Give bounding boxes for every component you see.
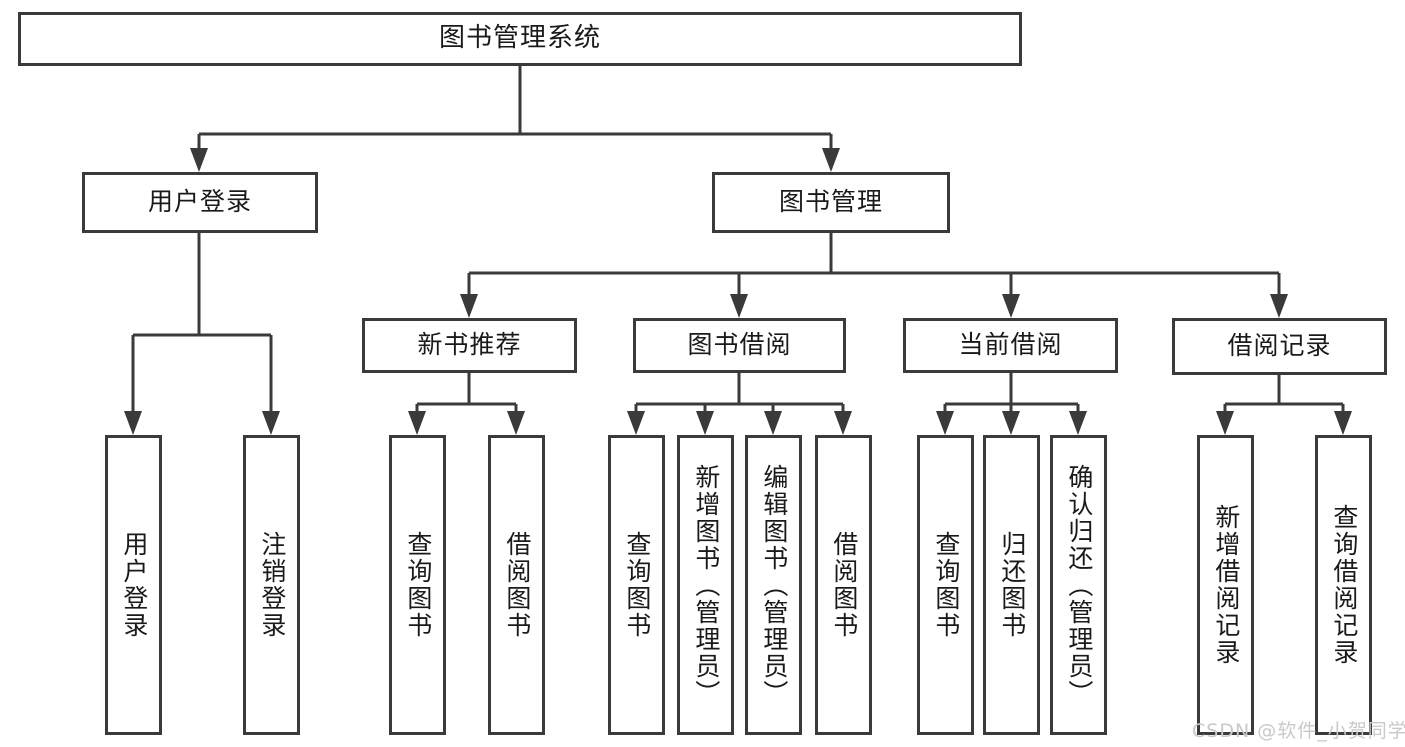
node-leaf-borrow-book-2[interactable]: 借阅图书 bbox=[815, 435, 872, 735]
node-book-borrow[interactable]: 图书借阅 bbox=[633, 318, 846, 373]
arrowhead-leaf-user-login bbox=[124, 411, 142, 435]
arrowhead-cb-c1 bbox=[936, 411, 954, 435]
arrowhead-new-book-recommend bbox=[460, 294, 478, 318]
node-label: 新增借阅记录 bbox=[1211, 504, 1241, 666]
node-label: 确认归还（管理员） bbox=[1064, 463, 1094, 707]
node-label: 图书管理 bbox=[778, 187, 883, 217]
node-label: 当前借阅 bbox=[958, 330, 1063, 360]
node-leaf-query-book-2[interactable]: 查询图书 bbox=[608, 435, 665, 735]
node-label: 借阅记录 bbox=[1227, 331, 1332, 361]
node-label: 用户登录 bbox=[119, 531, 149, 639]
node-label: 查询图书 bbox=[403, 531, 433, 639]
node-label: 图书管理系统 bbox=[438, 23, 601, 54]
arrowhead-cb-c3 bbox=[1069, 411, 1087, 435]
node-leaf-add-record[interactable]: 新增借阅记录 bbox=[1197, 435, 1254, 735]
node-new-book-recommend[interactable]: 新书推荐 bbox=[362, 318, 577, 373]
node-root-book-management-system[interactable]: 图书管理系统 bbox=[18, 12, 1022, 66]
node-label: 用户登录 bbox=[147, 187, 252, 217]
node-label: 查询借阅记录 bbox=[1329, 504, 1359, 666]
arrowhead-book-manage bbox=[822, 148, 840, 172]
arrowhead-book-borrow bbox=[730, 294, 748, 318]
arrowhead-br-c2 bbox=[1334, 411, 1352, 435]
node-label: 编辑图书（管理员） bbox=[759, 463, 789, 707]
node-label: 借阅图书 bbox=[829, 531, 859, 639]
node-label: 新增图书（管理员） bbox=[691, 463, 721, 707]
arrowhead-nbr-c1 bbox=[408, 411, 426, 435]
arrowhead-user-login bbox=[190, 148, 208, 172]
node-leaf-return-book[interactable]: 归还图书 bbox=[983, 435, 1040, 735]
arrowhead-leaf-logout-login bbox=[262, 411, 280, 435]
node-label: 归还图书 bbox=[997, 531, 1027, 639]
node-user-login[interactable]: 用户登录 bbox=[82, 172, 318, 233]
node-leaf-query-book-1[interactable]: 查询图书 bbox=[389, 435, 446, 735]
node-label: 图书借阅 bbox=[687, 330, 792, 360]
node-leaf-logout-login[interactable]: 注销登录 bbox=[243, 435, 300, 735]
node-leaf-query-record[interactable]: 查询借阅记录 bbox=[1315, 435, 1372, 735]
node-label: 查询图书 bbox=[622, 531, 652, 639]
node-label: 借阅图书 bbox=[502, 531, 532, 639]
arrowhead-bb-c2 bbox=[696, 411, 714, 435]
arrowhead-bb-c4 bbox=[834, 411, 852, 435]
arrowhead-nbr-c2 bbox=[507, 411, 525, 435]
node-label: 新书推荐 bbox=[417, 330, 522, 360]
arrowhead-current-borrow bbox=[1002, 294, 1020, 318]
node-label: 注销登录 bbox=[257, 531, 287, 639]
arrowhead-bb-c3 bbox=[764, 411, 782, 435]
arrowhead-cb-c2 bbox=[1002, 411, 1020, 435]
node-label: 查询图书 bbox=[931, 531, 961, 639]
node-leaf-borrow-book-1[interactable]: 借阅图书 bbox=[488, 435, 545, 735]
arrowhead-bb-c1 bbox=[627, 411, 645, 435]
arrowhead-br-c1 bbox=[1216, 411, 1234, 435]
node-borrow-record[interactable]: 借阅记录 bbox=[1172, 318, 1387, 375]
arrowhead-borrow-record bbox=[1270, 294, 1288, 318]
node-leaf-confirm-return[interactable]: 确认归还（管理员） bbox=[1050, 435, 1107, 735]
node-leaf-user-login[interactable]: 用户登录 bbox=[105, 435, 162, 735]
node-leaf-add-book[interactable]: 新增图书（管理员） bbox=[677, 435, 734, 735]
node-leaf-query-book-3[interactable]: 查询图书 bbox=[917, 435, 974, 735]
node-current-borrow[interactable]: 当前借阅 bbox=[903, 318, 1118, 373]
node-leaf-edit-book[interactable]: 编辑图书（管理员） bbox=[745, 435, 802, 735]
node-book-manage[interactable]: 图书管理 bbox=[712, 172, 950, 233]
